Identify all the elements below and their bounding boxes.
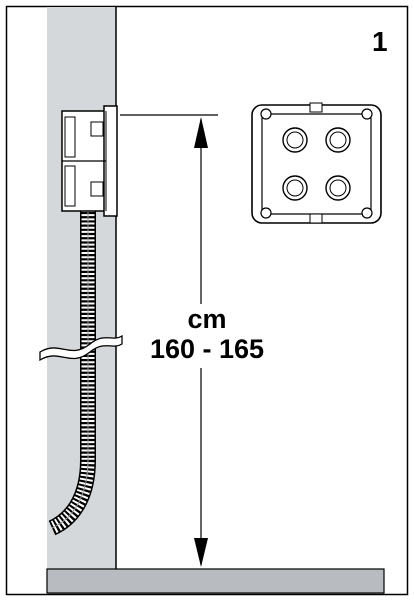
box-side-view [61, 105, 118, 217]
break-lines [39, 334, 123, 362]
measurement-label-background [133, 304, 273, 368]
flexible-conduit [48, 209, 96, 536]
frame-border [5, 5, 409, 596]
floor [46, 568, 385, 594]
measurement-unit-label: cm [187, 304, 227, 334]
box-front-view [251, 102, 382, 224]
step-number: 1 [372, 26, 388, 57]
measurement-range-label: 160 - 165 [149, 334, 265, 364]
